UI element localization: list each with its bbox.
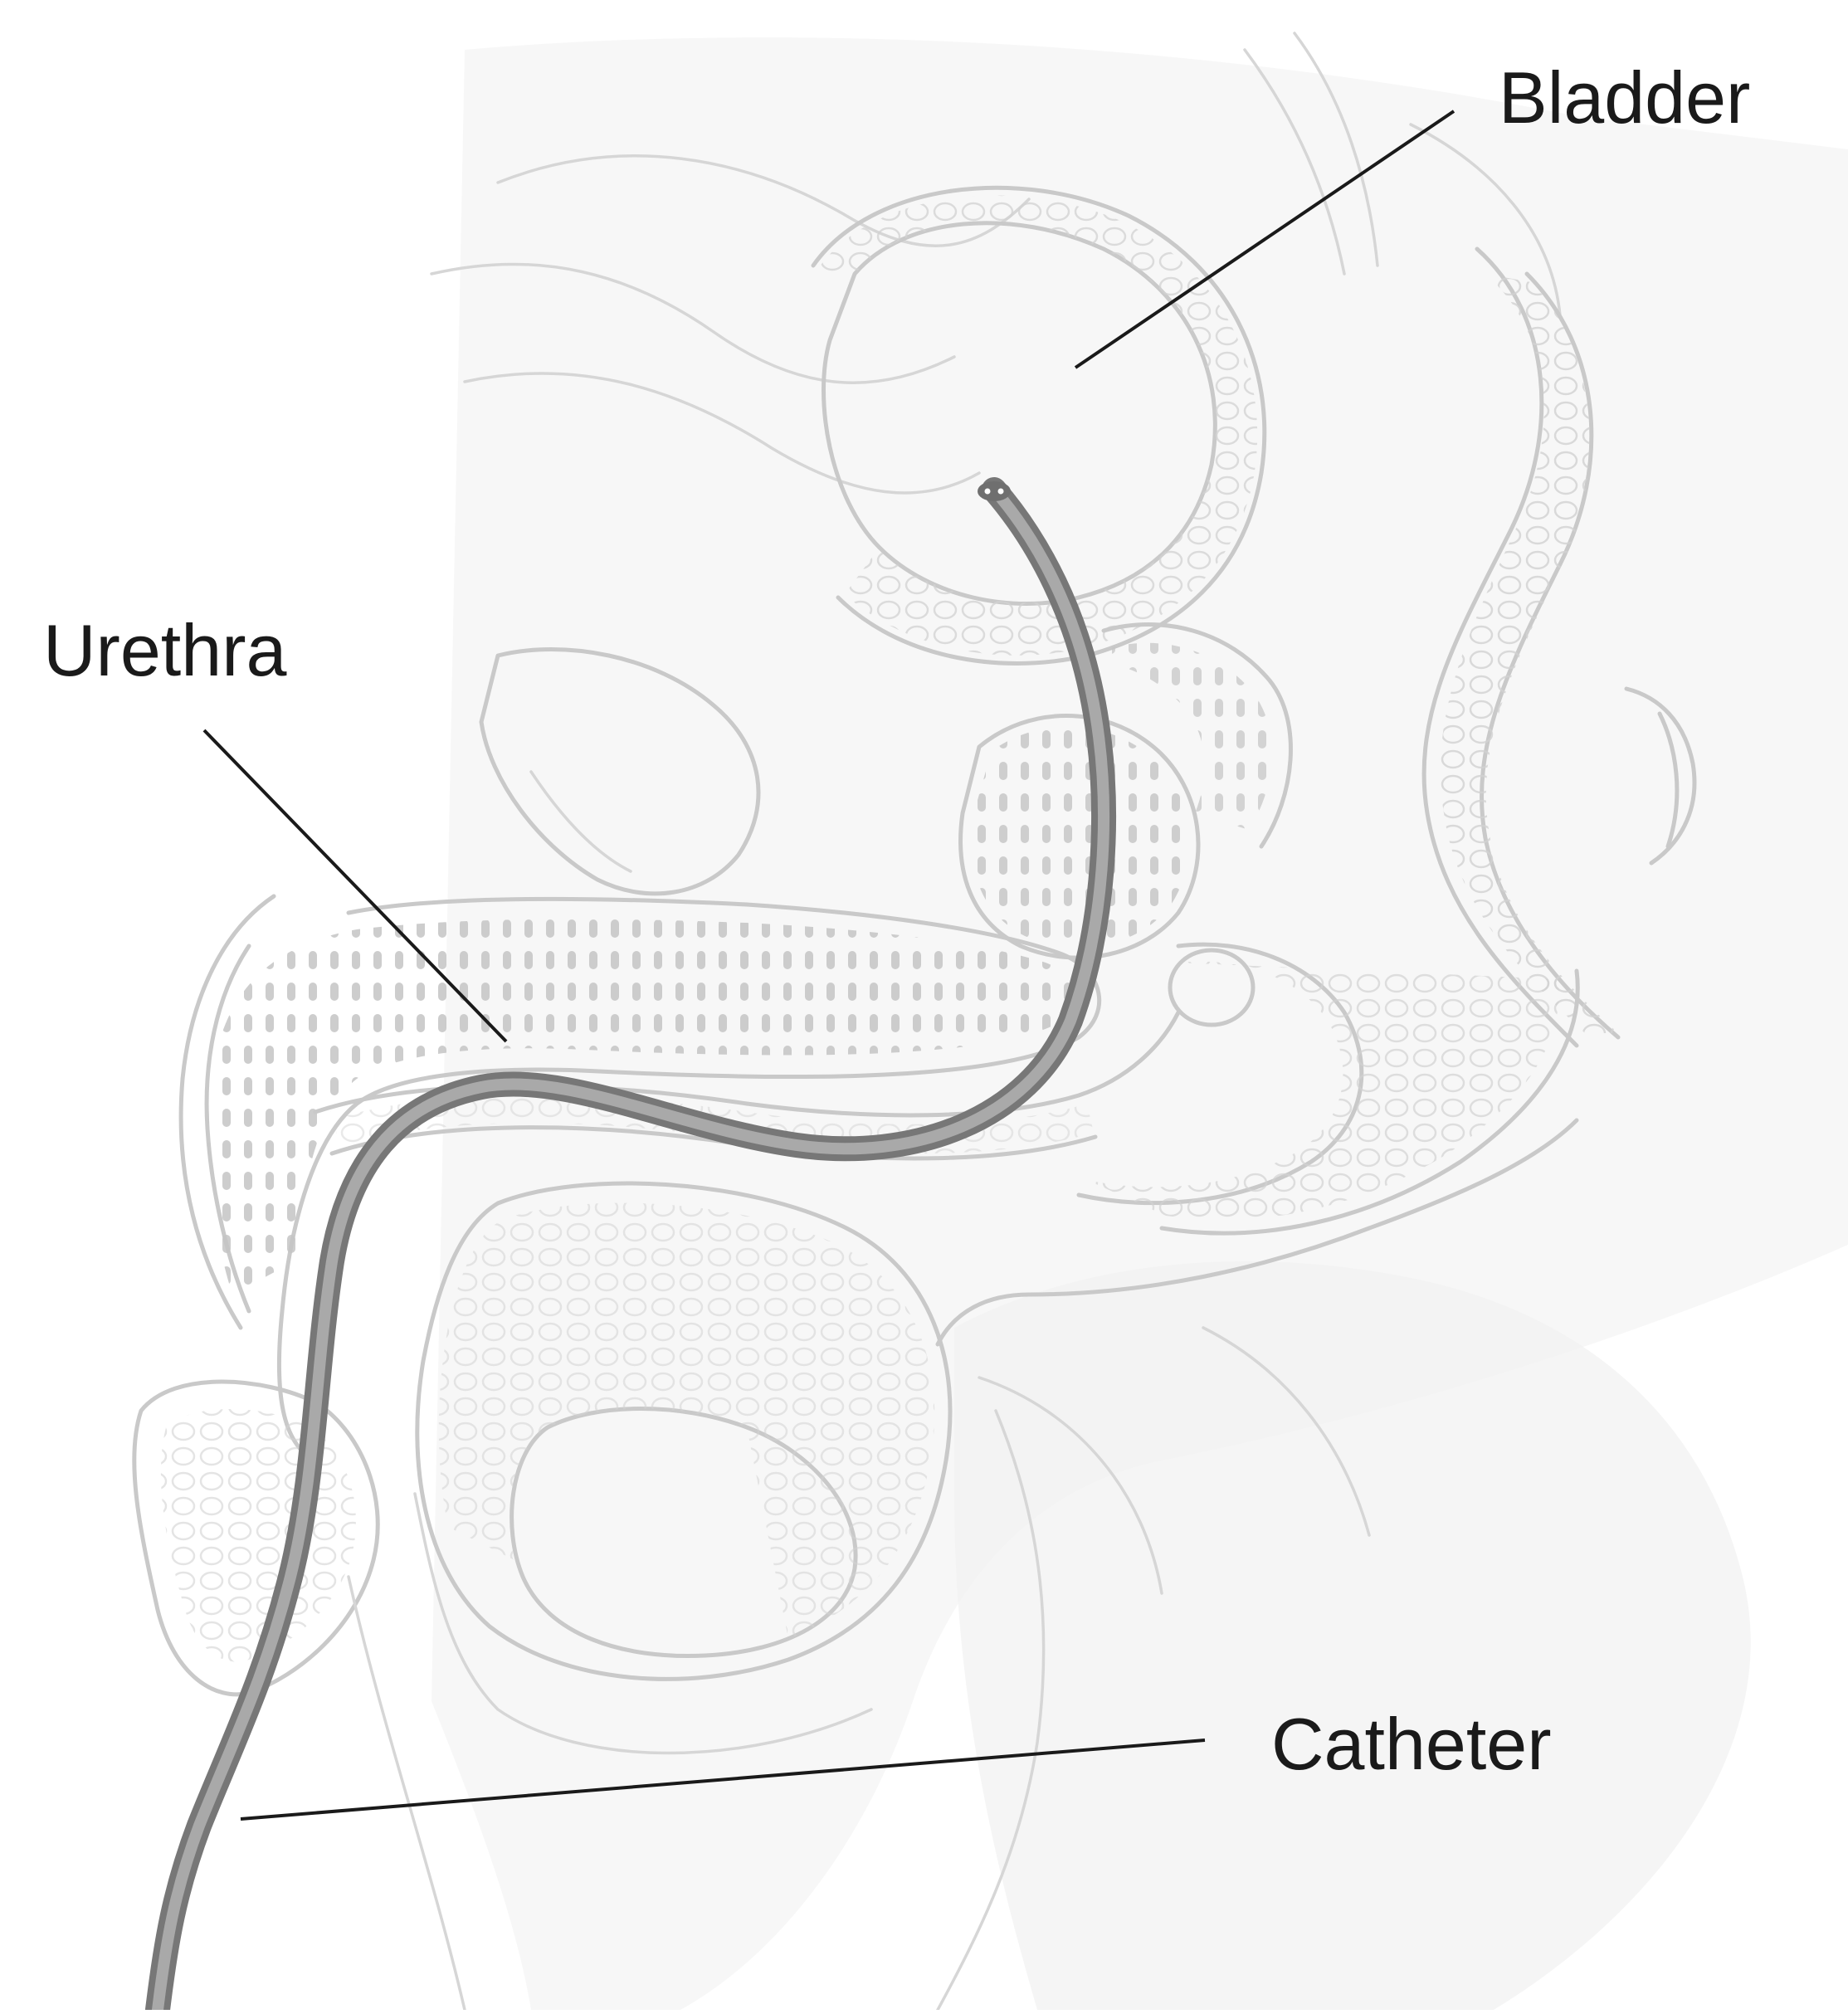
bladder-leader-line <box>1074 110 1455 369</box>
catheter <box>145 477 1116 2014</box>
corpus-spongiosum <box>1076 942 1580 1236</box>
bladder <box>811 185 1267 666</box>
abdominal-organs <box>430 32 1562 495</box>
urethra-label: Urethra <box>43 609 287 691</box>
sacrum <box>1421 246 1697 1048</box>
leader-lines <box>202 110 1455 1821</box>
perineum <box>935 1118 1579 1595</box>
catheter-label: Catheter <box>1271 1703 1552 1785</box>
bladder-label: Bladder <box>1499 56 1751 139</box>
testis <box>347 1181 1046 2012</box>
urethra-leader-line <box>202 729 508 1043</box>
catheter-leader-line <box>240 1738 1206 1821</box>
pubic-bone <box>479 647 761 896</box>
